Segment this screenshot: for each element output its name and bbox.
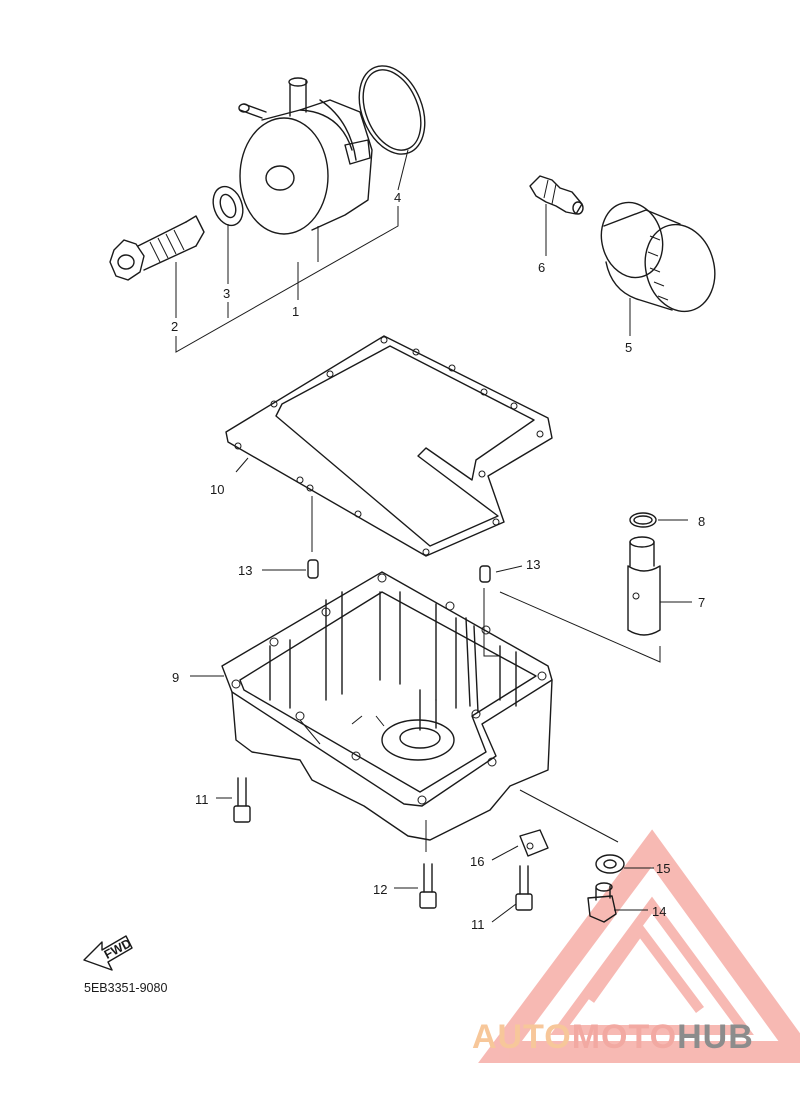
watermark-auto: AUTO — [472, 1018, 572, 1056]
drain-plug-part — [587, 854, 625, 923]
watermark-logo — [478, 829, 800, 1063]
callout-16: 16 — [470, 854, 484, 869]
callout-7: 7 — [698, 595, 705, 610]
callout-13b: 13 — [526, 557, 540, 572]
callout-2: 2 — [171, 319, 178, 334]
watermark-moto: MOTO — [571, 1018, 678, 1056]
small-o-ring-part — [629, 512, 657, 528]
callout-5: 5 — [625, 340, 632, 355]
oil-cooler-part — [238, 77, 373, 262]
fwd-label: FWD — [102, 936, 134, 962]
oil-pipe-part — [627, 536, 661, 636]
callout-1: 1 — [292, 304, 299, 319]
union-bolt-part — [109, 215, 205, 281]
callout-9: 9 — [172, 670, 179, 685]
watermark-text: AUTOMOTOHUB — [472, 1018, 754, 1057]
callout-15: 15 — [656, 861, 670, 876]
gasket-part — [225, 335, 553, 557]
leader-lines — [175, 149, 692, 923]
callout-10: 10 — [210, 482, 224, 497]
fitting-part — [529, 175, 584, 215]
oil-pan-part — [221, 571, 553, 841]
oil-filter-part — [600, 201, 716, 313]
bolts-part — [233, 777, 549, 911]
callout-4: 4 — [394, 190, 401, 205]
watermark-hub: HUB — [677, 1018, 754, 1056]
diagram-code: 5EB3351-9080 — [84, 981, 167, 995]
callout-13a: 13 — [238, 563, 252, 578]
callout-11a: 11 — [195, 792, 209, 807]
callout-11b: 11 — [471, 917, 485, 932]
o-ring-part — [358, 65, 426, 155]
callout-labels: 1 2 3 4 5 6 7 8 9 10 11 11 12 13 13 14 1… — [171, 190, 705, 932]
callout-8: 8 — [698, 514, 705, 529]
callout-6: 6 — [538, 260, 545, 275]
washer-part — [212, 185, 244, 227]
callout-3: 3 — [223, 286, 230, 301]
dowel-pins-part — [307, 559, 491, 583]
callout-12: 12 — [373, 882, 387, 897]
callout-14: 14 — [652, 904, 666, 919]
fwd-arrow-icon: FWD — [83, 935, 134, 971]
